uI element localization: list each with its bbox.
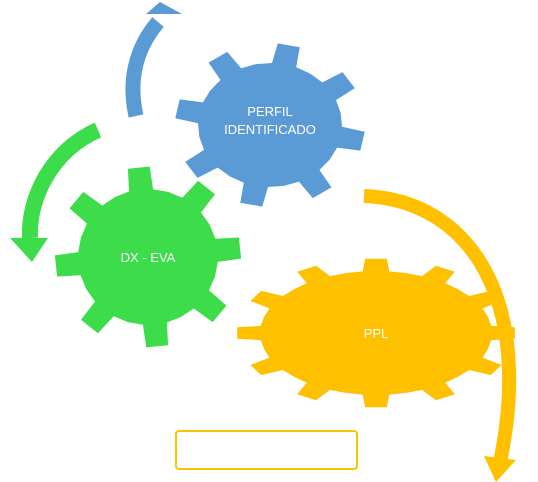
orange-curved-arrow bbox=[363, 189, 517, 482]
arrow-green-body bbox=[21, 122, 102, 239]
arrow-blue-head bbox=[146, 2, 182, 14]
gear-dx-shape bbox=[54, 166, 242, 348]
gear-profile-label-line2: IDENTIFICADO bbox=[224, 122, 316, 137]
arrow-orange-head bbox=[484, 456, 516, 482]
gear-profile-shape bbox=[175, 43, 365, 207]
gear-profile-label-line1: PERFIL bbox=[247, 104, 293, 119]
gear-ppl-label: PPL bbox=[364, 326, 389, 341]
arrow-orange-body bbox=[363, 189, 517, 464]
green-curved-arrow bbox=[10, 122, 102, 262]
empty-text-box bbox=[175, 430, 358, 470]
gear-dx: DX - EVA bbox=[54, 166, 242, 348]
gear-ppl-shape bbox=[237, 258, 515, 408]
gear-ppl: PPL bbox=[237, 258, 515, 408]
gear-dx-label: DX - EVA bbox=[121, 250, 176, 265]
arrow-green-head bbox=[10, 238, 48, 262]
gear-profile: PERFIL IDENTIFICADO bbox=[175, 43, 365, 207]
blue-curved-arrow bbox=[125, 2, 182, 118]
arrow-blue-body bbox=[125, 17, 164, 118]
